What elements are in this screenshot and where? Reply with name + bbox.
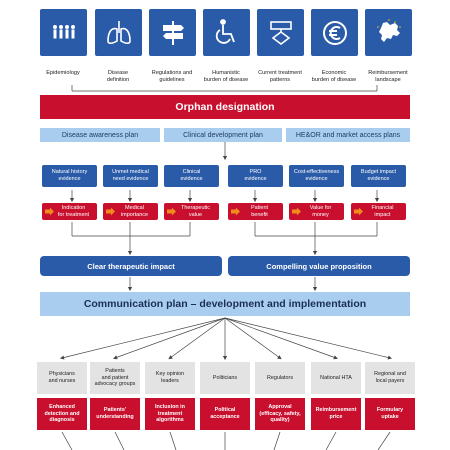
- outcome-patients-understanding: Patients' understanding: [90, 398, 140, 430]
- flowchart-icon: [257, 9, 304, 56]
- compelling-value-proposition: Compelling value proposition: [228, 256, 410, 276]
- icon-label-treatment-patterns: Current treatment patterns: [258, 70, 302, 83]
- plan-disease-awareness: Disease awareness plan: [40, 128, 160, 142]
- people-icon: [40, 9, 87, 56]
- evidence-unmet-need: Unmet medical need evidence: [103, 165, 158, 187]
- value-financial-impact: Financial impact: [351, 203, 406, 220]
- arrow-icon: [354, 207, 363, 216]
- outcome-approval: Approval (efficacy, safety, quality): [255, 398, 305, 430]
- icon-label-regulations: Regulations and guidelines: [151, 70, 193, 83]
- icon-label-reimbursement-landscape: Reimbursement landscape: [368, 70, 408, 83]
- evidence-natural-history: Natural history evidence: [42, 165, 97, 187]
- value-therapeutic: Therapeutic value: [164, 203, 219, 220]
- evidence-clinical: Clinical evidence: [164, 165, 219, 187]
- outcome-enhanced-detection: Enhanced detection and diagnosis: [37, 398, 87, 430]
- wheelchair-icon: [203, 9, 250, 56]
- value-patient-benefit: Patient benefit: [228, 203, 283, 220]
- audience-patients: Patients and patient advocacy groups: [90, 362, 140, 394]
- value-medical-importance: Medical importance: [103, 203, 158, 220]
- clear-therapeutic-impact: Clear therapeutic impact: [40, 256, 222, 276]
- orphan-designation-bar: Orphan designation: [40, 95, 410, 119]
- evidence-pro: PRO evidence: [228, 165, 283, 187]
- euro-icon: [311, 9, 358, 56]
- arrow-icon: [45, 207, 54, 216]
- value-indication: Indication for treatment: [42, 203, 97, 220]
- audience-regulators: Regulators: [255, 362, 305, 394]
- outcome-formulary-uptake: Formulary uptake: [365, 398, 415, 430]
- plan-heor-market-access: HE&OR and market access plans: [286, 128, 410, 142]
- outcome-treatment-algorithms: Inclusion in treatment algorithms: [145, 398, 195, 430]
- outcome-political-acceptance: Political acceptance: [200, 398, 250, 430]
- audience-physicians: Physicians and nurses: [37, 362, 87, 394]
- audience-national-hta: National HTA: [311, 362, 361, 394]
- plan-clinical-development: Clinical development plan: [164, 128, 282, 142]
- arrow-icon: [292, 207, 301, 216]
- arrow-icon: [167, 207, 176, 216]
- audience-politicians: Politicians: [200, 362, 250, 394]
- arrow-icon: [231, 207, 240, 216]
- arrow-icon: [106, 207, 115, 216]
- lungs-icon: [95, 9, 142, 56]
- icon-label-humanistic-burden: Humanistic burden of disease: [203, 70, 249, 83]
- audience-regional-payers: Regional and local payers: [365, 362, 415, 394]
- europe-map-icon: [365, 9, 412, 56]
- outcome-reimbursement-price: Reimbursement price: [311, 398, 361, 430]
- evidence-cost-effectiveness: Cost-effectiveness evidence: [289, 165, 344, 187]
- evidence-budget-impact: Budget impact evidence: [351, 165, 406, 187]
- icon-label-economic-burden: Economic burden of disease: [311, 70, 357, 83]
- icon-label-epidemiology: Epidemiology: [46, 70, 80, 76]
- icon-label-disease-definition: Disease definition: [106, 70, 130, 83]
- audience-key-opinion-leaders: Key opinion leaders: [145, 362, 195, 394]
- signpost-icon: [149, 9, 196, 56]
- communication-plan-bar: Communication plan – development and imp…: [40, 292, 410, 316]
- value-for-money: Value for money: [289, 203, 344, 220]
